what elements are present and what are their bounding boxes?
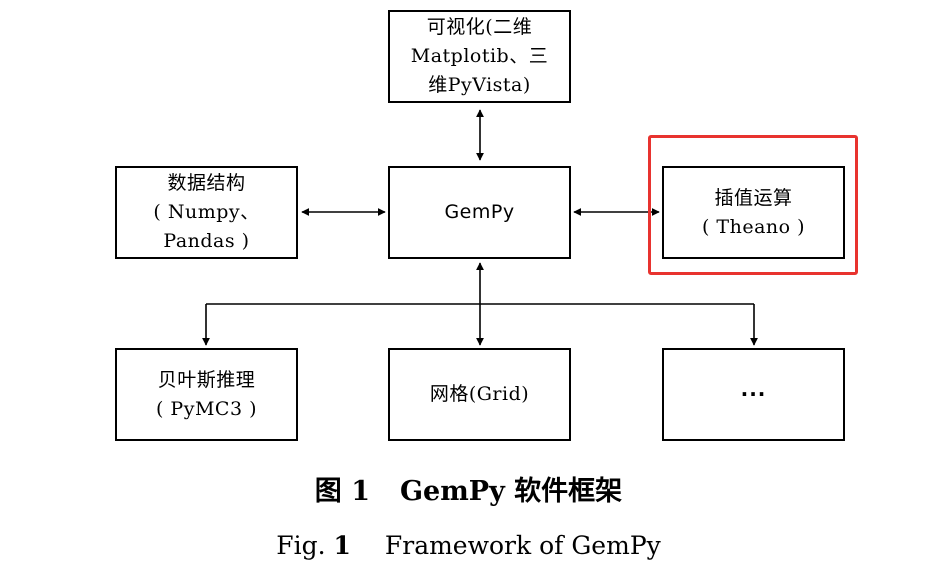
node-gempy-label: GemPy	[444, 201, 515, 223]
node-data-structure: 数据结构 ( Numpy、 Pandas )	[115, 166, 298, 259]
node-interpolation-line-2: ( Theano )	[701, 215, 806, 238]
node-bayesian-line-1: 贝叶斯推理	[157, 368, 256, 391]
node-data-structure-line-1: 数据结构	[167, 172, 246, 194]
node-grid-label: 网格(Grid)	[429, 383, 530, 405]
node-data-structure-line-2: ( Numpy、	[153, 201, 260, 223]
node-grid: 网格(Grid)	[388, 348, 571, 441]
highlight-box	[648, 135, 858, 275]
figure-number-en-num: 1	[333, 531, 351, 560]
figure-number-cn: 图 1	[314, 476, 370, 507]
node-interpolation: 插值运算 ( Theano )	[662, 166, 845, 259]
figure-number-en: Fig. 1	[276, 531, 351, 560]
figure-title-en: Framework of GemPy	[384, 531, 661, 560]
node-visualization-line-3: 维PyVista)	[428, 74, 531, 96]
figure-caption-chinese: 图 1 GemPy 软件框架	[0, 472, 937, 512]
node-gempy: GemPy	[388, 166, 571, 259]
node-data-structure-line-3: Pandas )	[163, 230, 250, 252]
figure-caption-english: Fig. 1 Framework of GemPy	[0, 528, 937, 564]
figure-title-cn: GemPy 软件框架	[399, 476, 623, 507]
figure-number-en-prefix: Fig.	[276, 531, 326, 560]
node-interpolation-line-1: 插值运算	[714, 186, 793, 209]
node-bayesian-line-2: ( PyMC3 )	[155, 397, 257, 420]
node-more-label: ···	[740, 382, 767, 406]
node-bayesian-inference: 贝叶斯推理 ( PyMC3 )	[115, 348, 298, 441]
node-visualization-line-1: 可视化(二维	[426, 16, 533, 38]
node-visualization-line-2: Matplotib、三	[410, 45, 549, 67]
node-more: ···	[662, 348, 845, 441]
node-visualization: 可视化(二维 Matplotib、三 维PyVista)	[388, 10, 571, 103]
